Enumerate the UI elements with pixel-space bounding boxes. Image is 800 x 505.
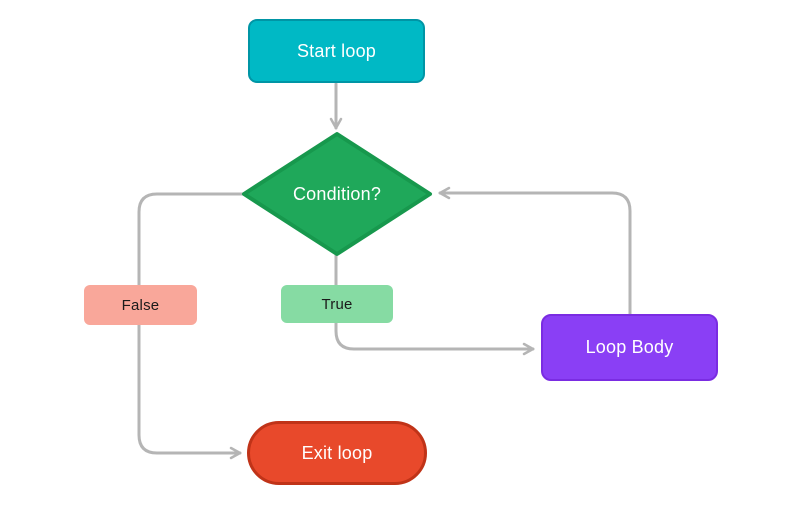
branch-label-true-text: True — [321, 295, 353, 313]
edge-condition-to-loop-body — [334, 252, 535, 356]
branch-label-false: False — [84, 285, 197, 325]
node-loop-body-label: Loop Body — [585, 337, 674, 357]
edges-group — [137, 82, 632, 460]
node-exit-loop: Exit loop — [247, 421, 427, 485]
branch-label-false-text: False — [121, 296, 160, 314]
edge-loop-body-to-condition — [438, 186, 632, 316]
node-start-loop-label: Start loop — [296, 40, 377, 61]
node-loop-body: Loop Body — [541, 314, 718, 381]
branch-label-true: True — [281, 285, 393, 323]
node-start-loop: Start loop — [248, 19, 425, 83]
node-exit-loop-label: Exit loop — [301, 442, 373, 463]
node-condition-diamond — [242, 132, 432, 256]
